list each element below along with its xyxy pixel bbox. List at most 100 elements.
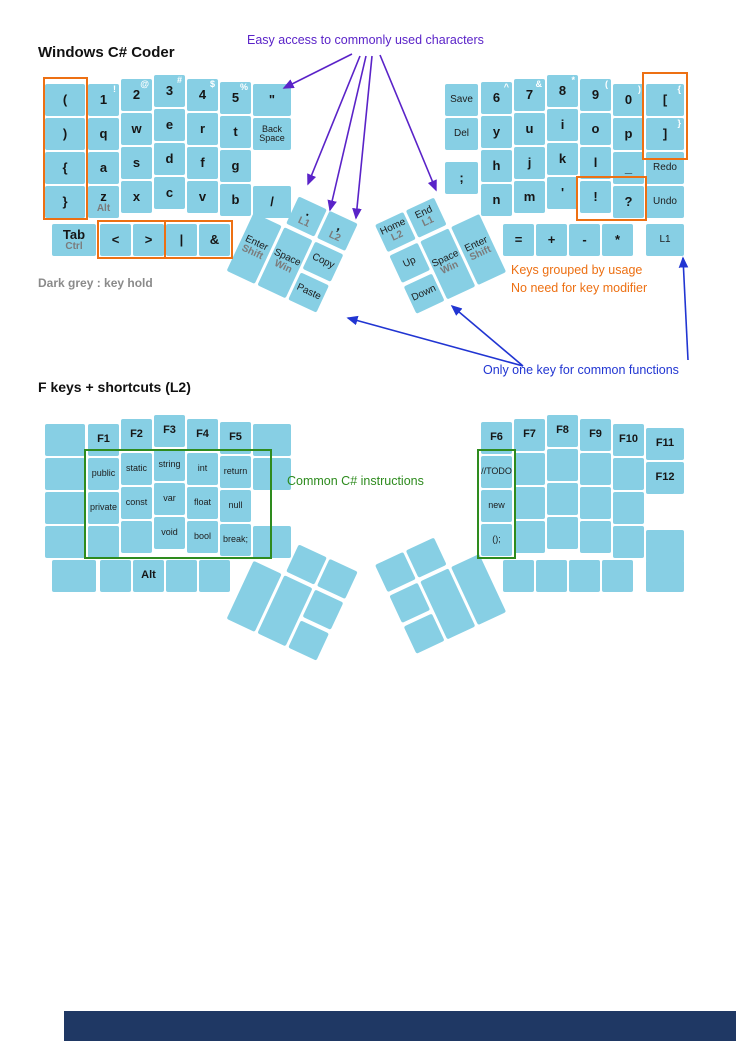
- key-label: Redo: [653, 161, 677, 173]
- key-blank: [547, 483, 578, 515]
- key-semicolon: ;: [445, 162, 478, 194]
- key-void: void: [154, 517, 185, 549]
- key-asterisk: *: [602, 224, 633, 256]
- key-label: >: [144, 232, 153, 248]
- key-u: u: [514, 113, 545, 145]
- key-k: k: [547, 143, 578, 175]
- key-v: v: [187, 181, 218, 213]
- key-blank: [547, 449, 578, 481]
- key-label: F3: [163, 424, 176, 437]
- key-l: l: [580, 147, 611, 179]
- key-label: w: [131, 121, 142, 137]
- key-label: _: [624, 160, 633, 176]
- key-b: b: [220, 184, 251, 216]
- key-const: const: [121, 487, 152, 519]
- key-static: static: [121, 453, 152, 485]
- key-t: t: [220, 116, 251, 148]
- key-f12: F12: [646, 462, 684, 494]
- key-label: {: [62, 160, 68, 176]
- key-blank: [45, 424, 85, 456]
- key-a: a: [88, 152, 119, 184]
- key-label: 2: [132, 87, 141, 103]
- key-label: ): [62, 126, 68, 142]
- key-label: [: [662, 92, 668, 108]
- key-shift-symbol: (: [605, 79, 608, 89]
- key-label: 4: [198, 87, 207, 103]
- key-9: (9: [580, 79, 611, 111]
- key-slash: /: [253, 186, 291, 218]
- key-label: F7: [523, 428, 536, 441]
- key-p: p: [613, 118, 644, 150]
- orange-highlight-box: [642, 72, 688, 160]
- key-blank: [199, 560, 230, 592]
- key-label: k: [558, 151, 567, 167]
- key-label: ': [560, 185, 565, 201]
- key-bracket-open: {[: [646, 84, 684, 116]
- key-s: s: [121, 147, 152, 179]
- key-label: ?: [624, 194, 633, 210]
- one-key-note: Only one key for common functions: [483, 363, 679, 377]
- key-label: bool: [193, 531, 211, 542]
- key-blank: [121, 521, 152, 553]
- green-highlight-box: [84, 449, 272, 559]
- key-label: ]: [662, 126, 668, 142]
- key-label: !: [593, 189, 598, 205]
- key-label: c: [165, 185, 174, 201]
- key-undo: Undo: [646, 186, 684, 218]
- key-blank: [100, 560, 131, 592]
- key-label: break;: [222, 534, 248, 545]
- key-label: F12: [655, 471, 675, 484]
- key-label: Alt: [141, 569, 156, 582]
- key-label: F6: [490, 431, 503, 444]
- key-label: n: [492, 192, 501, 208]
- key-l1: L1: [646, 224, 684, 256]
- key-blank: [602, 560, 633, 592]
- key-blank: [580, 487, 611, 519]
- key-apostrophe: ': [547, 177, 578, 209]
- key-label: Back Space: [259, 123, 285, 143]
- key-label: //TODO: [481, 466, 512, 477]
- footer-bar: [64, 1011, 736, 1041]
- orange-highlight-box: [576, 176, 647, 221]
- key-label: Del: [453, 127, 469, 139]
- key-label: L1: [659, 233, 671, 245]
- key-question: ?: [613, 186, 644, 218]
- key-f8: F8: [547, 415, 578, 447]
- key-r: r: [187, 113, 218, 145]
- key-label: }: [62, 194, 68, 210]
- key-return: return: [220, 456, 251, 488]
- orange-highlight-box: [43, 77, 88, 220]
- key-blank: [580, 453, 611, 485]
- key-backspace: Back Space: [253, 118, 291, 150]
- layer1-title: Windows C# Coder: [38, 44, 175, 61]
- key-blank: [613, 526, 644, 558]
- key-e: e: [154, 109, 185, 141]
- key-shift-symbol: {: [677, 84, 681, 94]
- key-blank: [253, 526, 291, 558]
- key-y: y: [481, 116, 512, 148]
- key-redo: Redo: [646, 152, 684, 184]
- key-label: q: [99, 126, 108, 142]
- key-label: public: [91, 468, 116, 479]
- key-label: static: [125, 463, 147, 474]
- key-8: *8: [547, 75, 578, 107]
- key-quote: ": [253, 84, 291, 116]
- key-label: +: [547, 232, 556, 248]
- key-label: 3: [165, 83, 174, 99]
- key-shift-symbol: *: [571, 75, 575, 85]
- key-label: int: [197, 463, 208, 474]
- key-w: w: [121, 113, 152, 145]
- key-label: ();: [492, 534, 501, 545]
- easy-access-note: Easy access to commonly used characters: [247, 33, 484, 47]
- key-var: var: [154, 483, 185, 515]
- key-label: m: [523, 189, 536, 205]
- key-minus: -: [569, 224, 600, 256]
- key-underscore: _: [613, 152, 644, 184]
- key-int: int: [187, 453, 218, 485]
- key-label: Undo: [653, 195, 677, 207]
- key-label: |: [179, 232, 184, 248]
- key-blank: [166, 560, 197, 592]
- key-blank: [613, 458, 644, 490]
- key-label: Up: [401, 254, 418, 270]
